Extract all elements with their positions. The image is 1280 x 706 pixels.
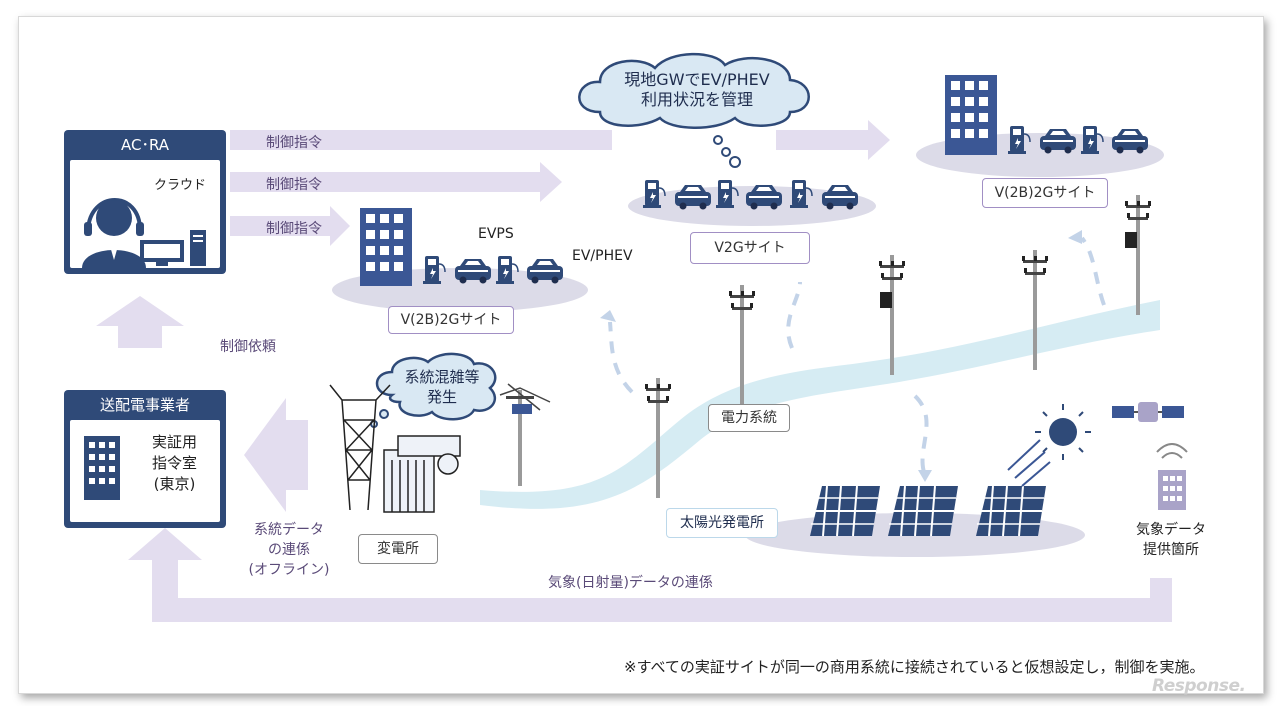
flow-arrowhead <box>1068 230 1082 244</box>
grid-data-line-2: の連係 <box>268 542 310 558</box>
congestion-cloud-text: 系統混雑等 発生 <box>392 367 492 407</box>
weather-provider-line-1: 気象データ <box>1136 522 1206 538</box>
grid-data-line-3: (オフライン) <box>248 562 330 578</box>
control-cmd-label-1: 制御指令 <box>266 135 322 151</box>
substation-icon <box>329 384 461 513</box>
dashed-flow-lines <box>608 236 1106 476</box>
thought-dot <box>729 156 741 168</box>
evps-label: EVPS <box>478 226 514 242</box>
congestion-line-2: 発生 <box>426 388 457 406</box>
office-line-1: 実証用 <box>152 433 198 451</box>
grid-data-line-1: 系統データ <box>254 522 324 538</box>
congestion-cloud <box>375 352 497 421</box>
watermark-logo: Response. <box>1152 676 1246 696</box>
tso-panel: 送配電事業者 実証用 指令室 (東京) <box>64 390 226 528</box>
ev-car-icon <box>527 259 563 284</box>
flow-arrowhead <box>918 470 932 482</box>
tso-title: 送配電事業者 <box>99 396 190 414</box>
substation-tag: 変電所 <box>358 534 438 564</box>
utility-pole-icon <box>1125 195 1151 315</box>
thought-dot <box>379 409 389 419</box>
solar-panel-icon <box>887 485 959 537</box>
building-right-icon <box>945 75 997 155</box>
ev-phev-label: EV/PHEV <box>572 248 633 264</box>
cloud-label: クラウド <box>154 178 207 193</box>
site-tag-v2b2g-left: V(2B)2Gサイト <box>388 306 514 334</box>
power-grid-river <box>480 300 1160 509</box>
gateway-cloud-text: 現地GWでEV/PHEV 利用状況を管理 <box>608 70 786 110</box>
gateway-cloud <box>578 52 810 129</box>
site-tag-v2b2g-right: V(2B)2Gサイト <box>982 178 1108 208</box>
office-line-2: 指令室 <box>152 454 198 472</box>
control-request-arrow <box>96 296 184 348</box>
congestion-line-1: 系統混雑等 <box>404 368 480 386</box>
weather-provider-line-2: 提供箇所 <box>1143 542 1199 558</box>
building-left-icon <box>360 208 412 286</box>
control-cmd-label-3: 制御指令 <box>266 221 322 237</box>
operator-icon <box>82 198 206 268</box>
distribution-pole-icon <box>499 383 551 486</box>
control-arrow-2 <box>230 162 562 202</box>
acra-body: クラウド <box>70 160 220 268</box>
satellite-icon <box>1112 402 1184 422</box>
ev-car-icon <box>822 185 858 210</box>
acra-title: AC･RA <box>120 136 170 154</box>
weather-station-icon <box>1156 443 1188 510</box>
ev-car-icon <box>455 259 491 284</box>
pole-transformer-icon <box>1125 232 1137 248</box>
acra-panel: AC･RA クラウド <box>64 130 226 274</box>
pole-transformer-icon <box>880 292 892 308</box>
weather-data-link-label: 気象(日射量)データの連係 <box>548 575 713 591</box>
tso-body: 実証用 指令室 (東京) <box>70 420 220 522</box>
thought-dot <box>713 135 723 145</box>
solar-plant-tag: 太陽光発電所 <box>666 508 778 538</box>
control-cmd-label-2: 制御指令 <box>266 177 322 193</box>
control-arrow-1-head <box>776 120 890 160</box>
thought-dot <box>721 147 731 157</box>
control-arrow-1 <box>230 130 612 150</box>
site-tag-v2g: V2Gサイト <box>690 232 810 264</box>
weather-provider-label: 気象データ 提供箇所 <box>1128 520 1214 560</box>
gateway-line-1: 現地GWでEV/PHEV <box>624 70 770 89</box>
flow-arrowhead <box>600 310 616 322</box>
grid-data-label: 系統データ の連係 (オフライン) <box>244 520 334 580</box>
solar-panel-icon <box>809 485 881 537</box>
ev-car-icon <box>1112 129 1148 154</box>
office-line-3: (東京) <box>153 475 196 493</box>
control-arrow-3 <box>230 206 350 246</box>
sun-icon <box>1007 404 1091 487</box>
control-request-label: 制御依頼 <box>220 339 276 355</box>
office-building-icon <box>84 436 120 500</box>
office-label: 実証用 指令室 (東京) <box>152 432 197 495</box>
footnote: ※すべての実証サイトが同一の商用系統に接続されていると仮想設定し，制御を実施。 <box>624 658 1205 676</box>
weather-data-arrow <box>128 528 1172 622</box>
solar-panel-icon <box>975 485 1047 537</box>
ev-car-icon <box>1040 129 1076 154</box>
grid-data-arrow <box>244 398 308 512</box>
power-system-tag: 電力系統 <box>708 404 790 432</box>
gateway-line-2: 利用状況を管理 <box>640 90 753 109</box>
